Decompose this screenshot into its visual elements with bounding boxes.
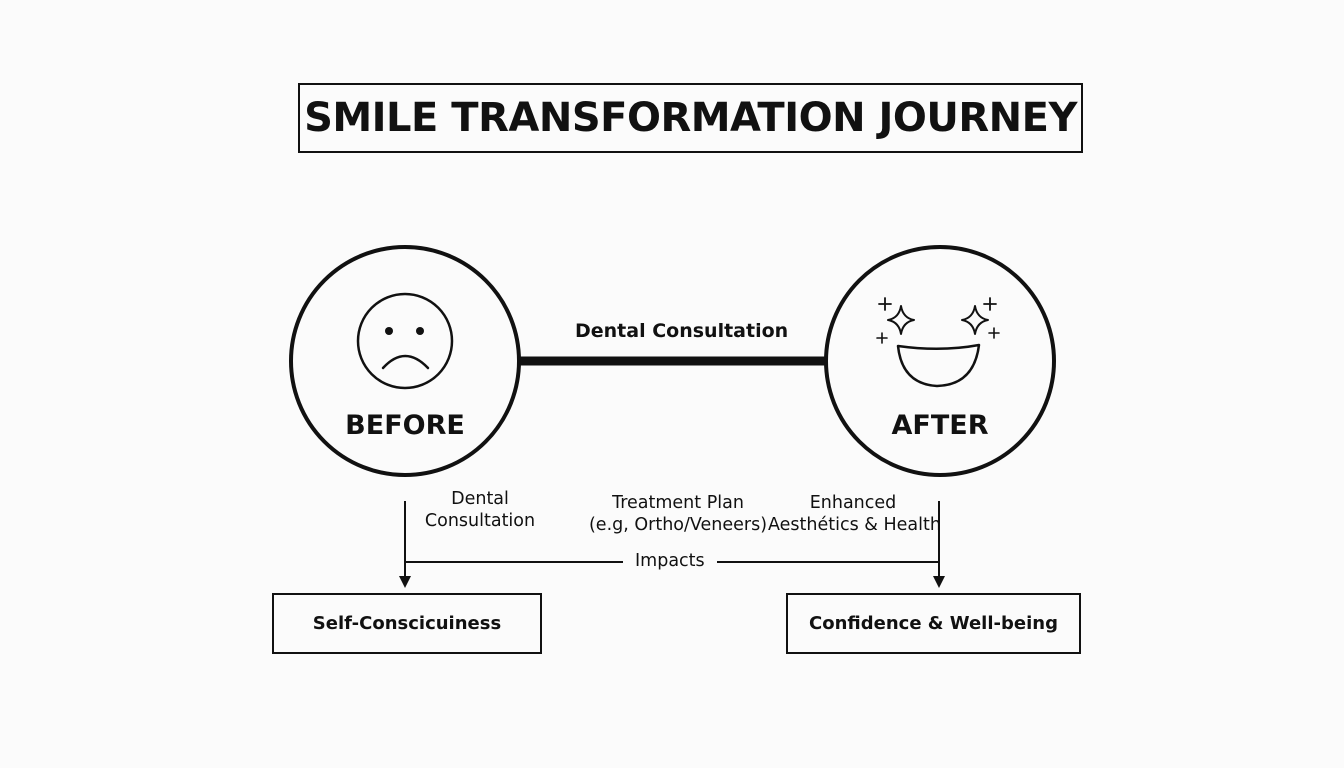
step-treatment-plan: Treatment Plan (e.g, Ortho/Veneers): [588, 492, 768, 536]
step-enhanced-aesthetics: Enhanced Aesthétics & Health: [768, 492, 941, 536]
step-line: (e.g, Ortho/Veneers): [588, 515, 768, 535]
after-circle: [824, 245, 1056, 477]
step-line: Dental: [451, 489, 509, 509]
before-label: BEFORE: [345, 410, 465, 441]
outcome-after-box: Confidence & Well-being: [786, 593, 1081, 654]
outcome-before-box: Self-Conscicuiness: [272, 593, 542, 654]
left-arrow: [399, 501, 411, 588]
impacts-label: Impacts: [623, 551, 717, 571]
step-line: Aesthétics & Health: [768, 515, 941, 535]
page-title: SMILE TRANSFORMATION JOURNEY: [298, 83, 1083, 153]
connector-label: Dental Consultation: [575, 320, 789, 342]
step-line: Enhanced: [809, 493, 897, 513]
step-line: Consultation: [424, 511, 536, 531]
sad-face-icon: [356, 292, 454, 390]
after-label: AFTER: [891, 410, 989, 441]
step-line: Treatment Plan: [612, 493, 744, 513]
step-dental-consultation: Dental Consultation: [415, 488, 545, 532]
right-arrow: [933, 501, 945, 588]
before-circle: [289, 245, 521, 477]
smiling-face-with-sparkles-icon: [876, 297, 1000, 388]
